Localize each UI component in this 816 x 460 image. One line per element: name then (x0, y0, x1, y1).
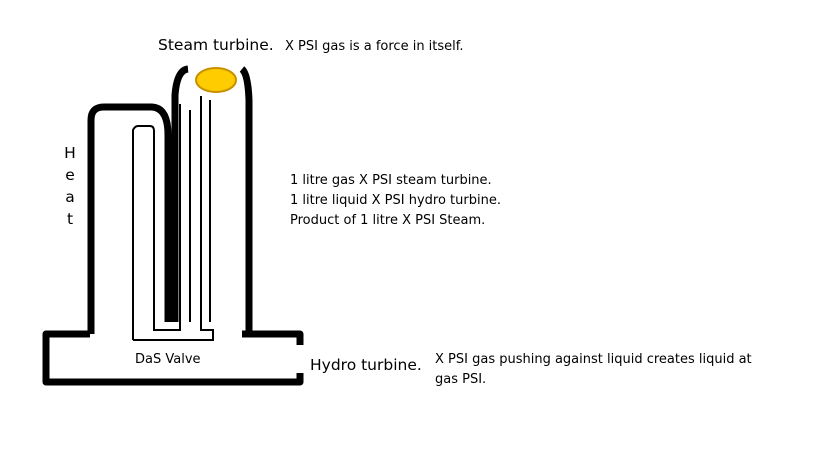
heat-label: H e a t (62, 144, 78, 232)
steam-turbine-label: Steam turbine. (158, 36, 274, 54)
hydro-turbine-note-line-1: X PSI gas pushing against liquid creates… (435, 352, 752, 367)
steam-turbine-rotor (195, 67, 237, 93)
steam-turbine-note: X PSI gas is a force in itself. (285, 39, 464, 54)
note-line: Product of 1 litre X PSI Steam. (290, 213, 486, 228)
notes-block: 1 litre gas X PSI steam turbine. 1 litre… (290, 173, 501, 233)
heat-letter: H (64, 144, 76, 162)
base-chamber-outline (42, 330, 304, 386)
left-column-outer-wall (87, 103, 172, 334)
note-line: 1 litre gas X PSI steam turbine. (290, 173, 492, 188)
das-valve-label: DaS Valve (135, 352, 201, 367)
left-column-inner-tube (154, 104, 181, 331)
right-column-outer-wall (171, 65, 253, 334)
hydro-turbine-note-line-2: gas PSI. (435, 372, 487, 387)
left-column-inner-liner (132, 125, 162, 340)
note-line: 1 litre liquid X PSI hydro turbine. (290, 193, 501, 208)
heat-letter: t (66, 210, 74, 228)
hydro-turbine-label: Hydro turbine. (310, 356, 422, 374)
heat-letter: e (65, 166, 75, 184)
heat-letter: a (65, 188, 75, 206)
right-column-inner-liner (133, 96, 214, 341)
